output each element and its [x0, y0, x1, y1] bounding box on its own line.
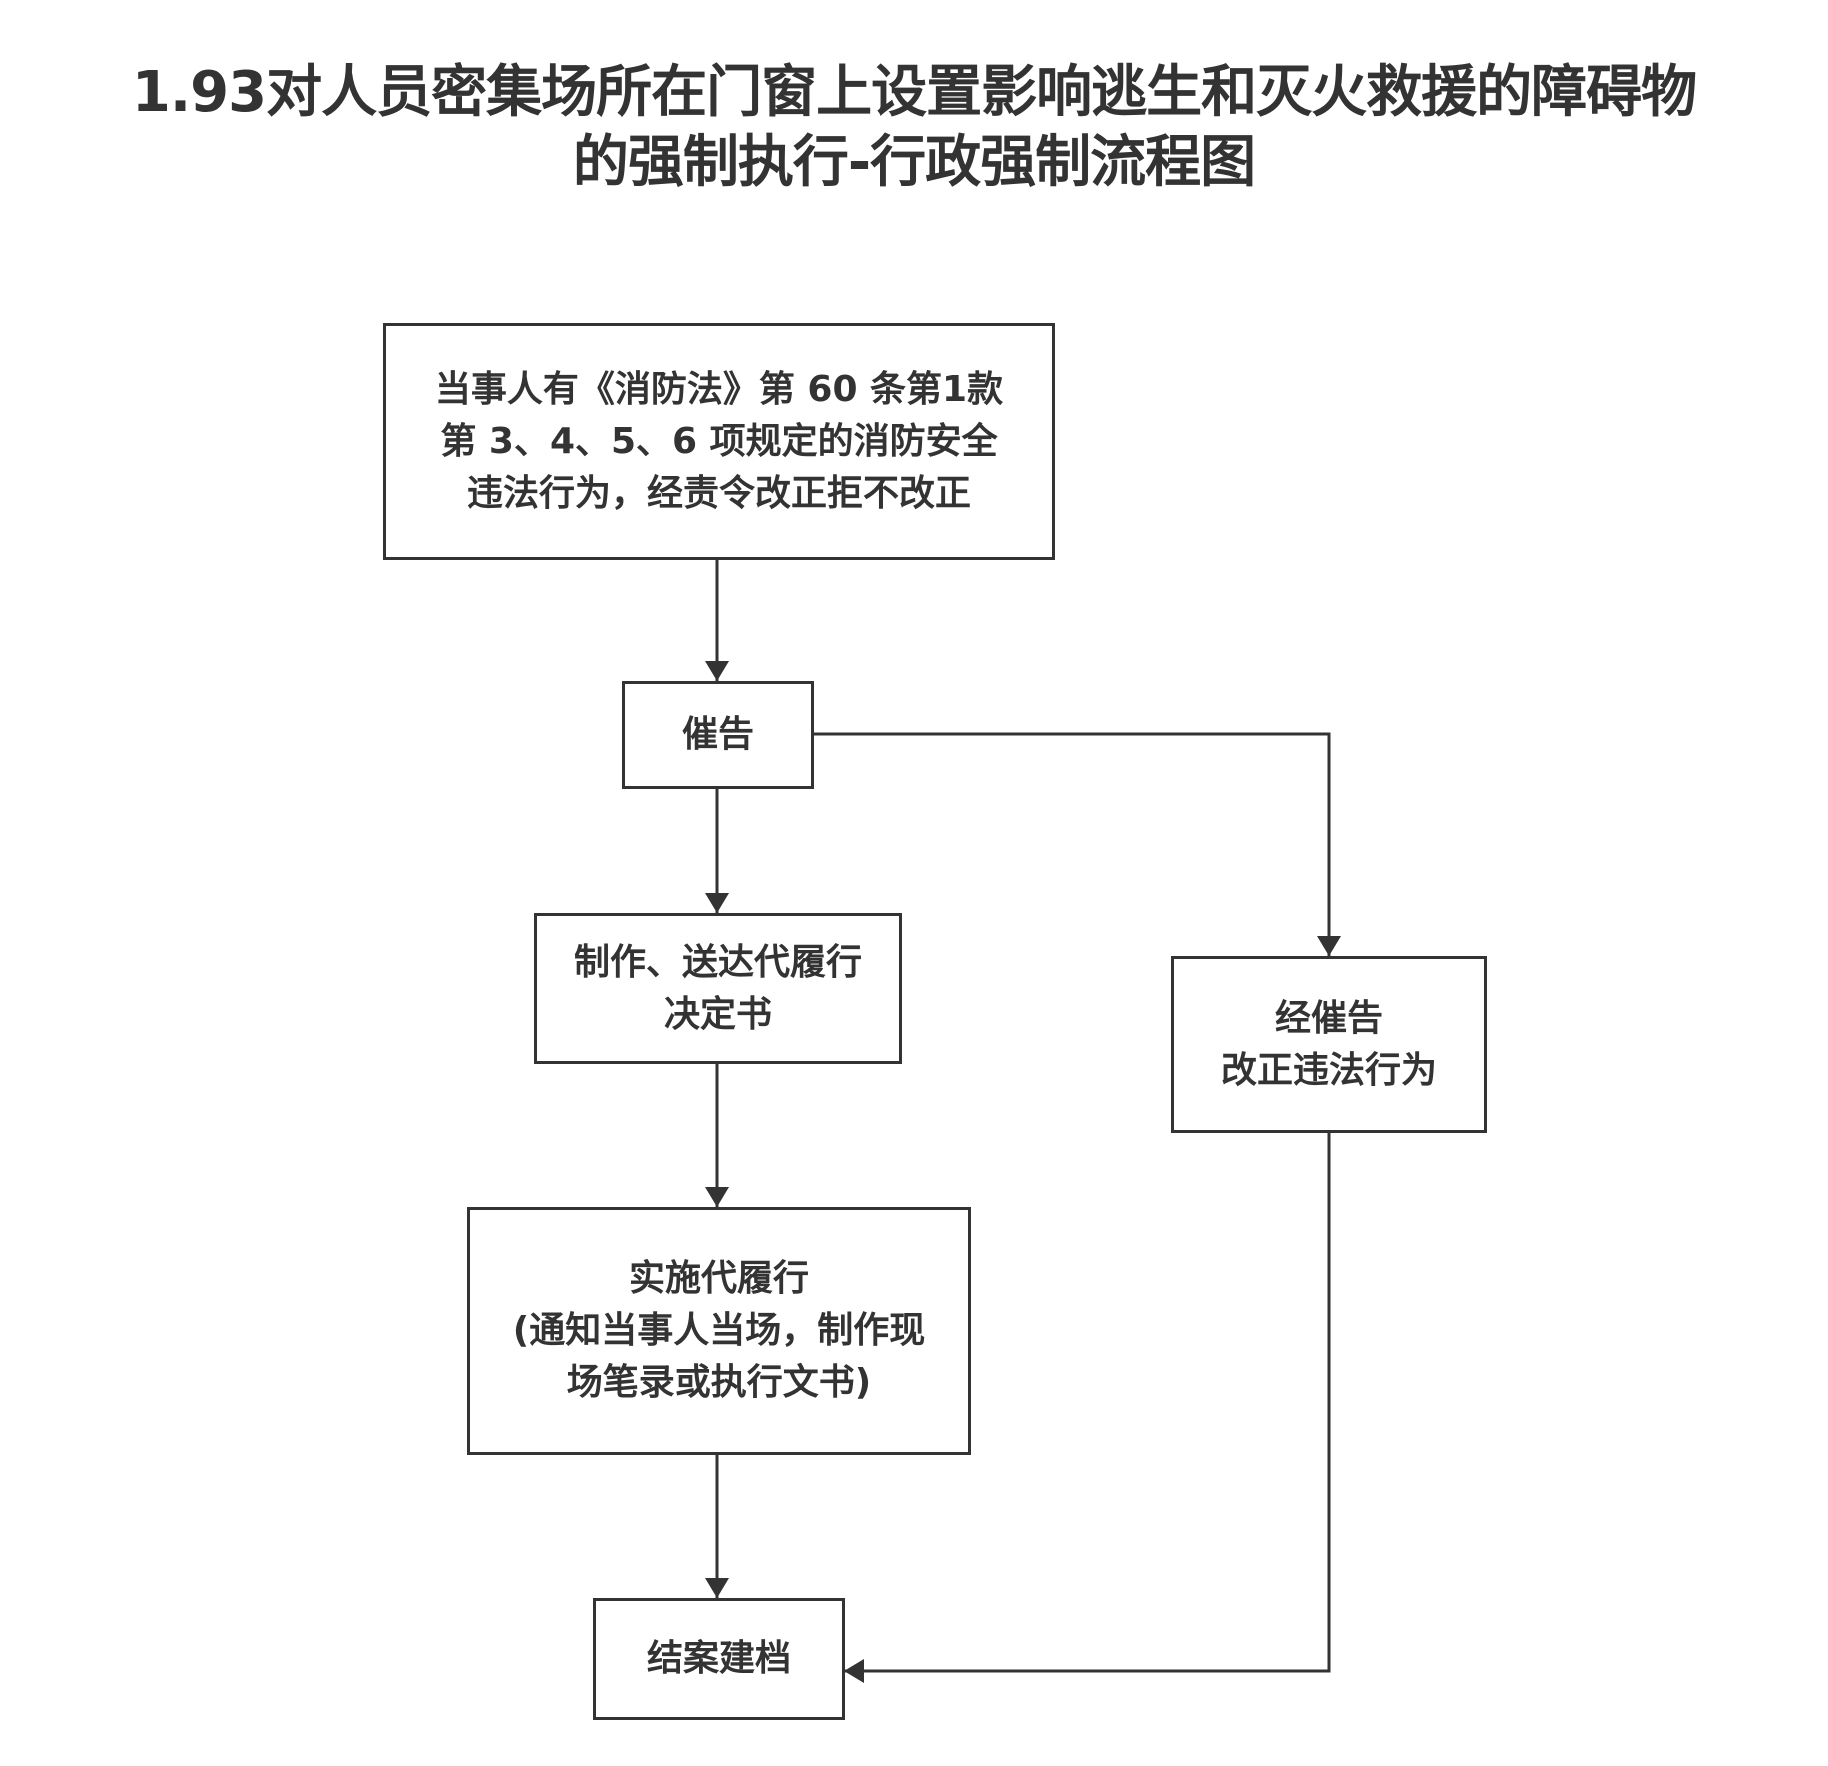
diagram-title-line-1: 1.93对人员密集场所在门窗上设置影响逃生和灭火救援的障碍物: [131, 60, 1697, 125]
node-text-line: 经催告: [1274, 997, 1383, 1039]
node-start-violation: 当事人有《消防法》第 60 条第1款 第 3、4、5、6 项规定的消防安全 违法…: [383, 323, 1055, 560]
node-text-line: 制作、送达代履行: [573, 941, 862, 983]
node-text-line: 第 3、4、5、6 项规定的消防安全: [440, 420, 998, 462]
node-text-line: 决定书: [663, 993, 772, 1035]
node-close-archive: 结案建档: [593, 1598, 845, 1720]
node-text-line: 改正违法行为: [1220, 1049, 1437, 1091]
node-execute: 实施代履行 (通知当事人当场，制作现 场笔录或执行文书): [467, 1207, 971, 1455]
node-text-line: 场笔录或执行文书): [566, 1362, 872, 1403]
diagram-title-line-2: 的强制执行-行政强制流程图: [572, 130, 1256, 195]
node-text-line: 实施代履行: [628, 1258, 809, 1299]
node-corrected: 经催告 改正违法行为: [1171, 956, 1487, 1133]
node-text-line: 违法行为，经责令改正拒不改正: [466, 472, 971, 514]
node-text-line: 当事人有《消防法》第 60 条第1款: [434, 368, 1004, 410]
edge-urge-to-corrected: [813, 732, 1341, 956]
node-urge: 催告: [622, 681, 814, 789]
node-text-line: 结案建档: [646, 1638, 791, 1679]
node-decision-document: 制作、送达代履行 决定书: [534, 913, 902, 1064]
node-text-line: 催告: [681, 714, 754, 755]
node-text-line: (通知当事人当场，制作现: [512, 1310, 926, 1351]
edge-corrected-to-close: [844, 1132, 1331, 1683]
